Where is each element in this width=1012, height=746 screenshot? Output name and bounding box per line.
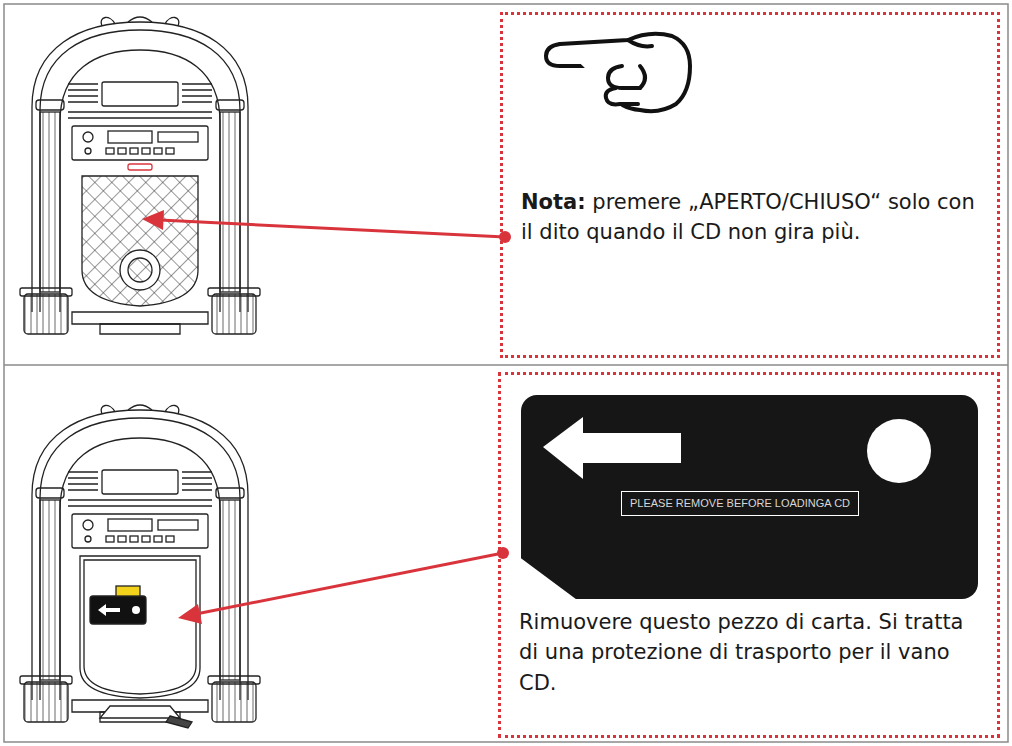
jukebox-open (20, 405, 260, 728)
divider (4, 364, 1008, 366)
text-block: PLEASE REMOVE BEFORE LOADINGA CD (621, 491, 859, 516)
leader-arrow (178, 547, 509, 624)
transport-protection-card: PLEASE REMOVE BEFORE LOADINGA CD (521, 395, 978, 599)
pointing-hand-icon (546, 34, 690, 111)
frame (4, 4, 1008, 742)
note-text: premere „APERTO/CHIUSO“ solo con il dito… (521, 190, 975, 244)
note-text: Rimuovere questo pezzo di carta. Si trat… (519, 610, 964, 695)
leader-arrow (142, 210, 511, 243)
jukebox-closed (20, 17, 260, 334)
note-box: Nota: premere „APERTO/CHIUSO“ solo con i… (500, 12, 1000, 358)
note-heading: Nota: (521, 190, 586, 214)
text-block: Nota: premere „APERTO/CHIUSO“ solo con i… (521, 187, 976, 248)
note-box: Rimuovere questo pezzo di carta. Si trat… (498, 372, 1000, 738)
text-block: Rimuovere questo pezzo di carta. Si trat… (519, 607, 979, 698)
card-label: PLEASE REMOVE BEFORE LOADINGA CD (630, 497, 850, 509)
